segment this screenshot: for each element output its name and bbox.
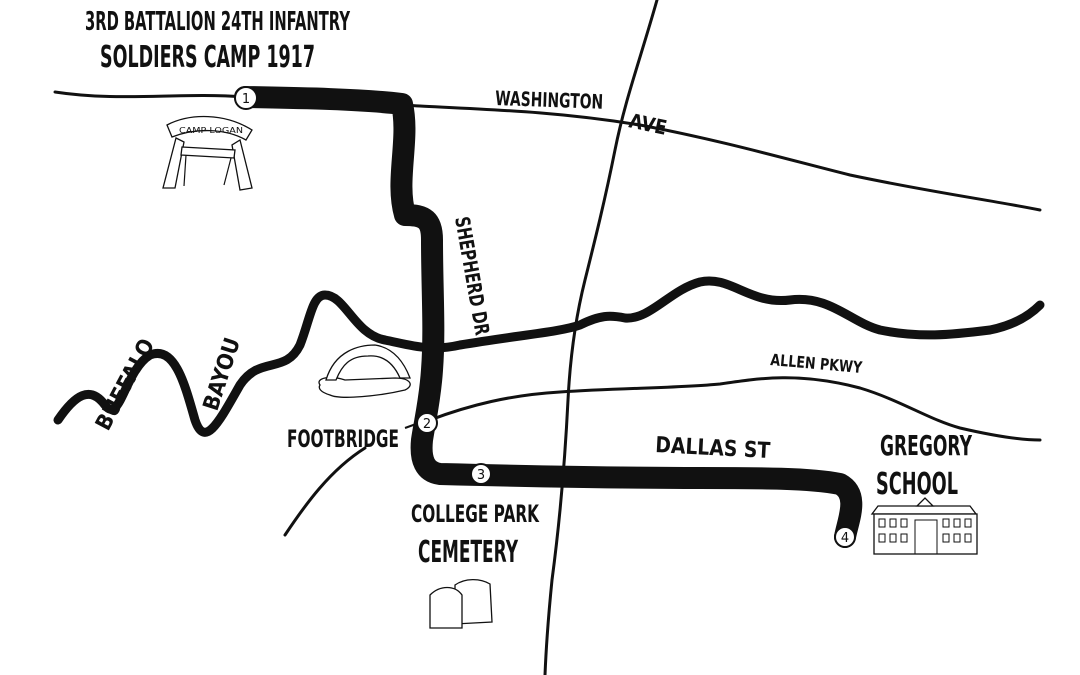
allen-pkwy-road: [428, 376, 1042, 442]
stop-marker-1[interactable]: 1: [234, 86, 258, 110]
southwest-road: [283, 446, 367, 537]
footbridge-sketch: [318, 344, 411, 398]
svg-text:1: 1: [242, 92, 250, 107]
svg-text:2: 2: [423, 417, 431, 432]
footbridge-pointer: [404, 423, 417, 429]
washington-ave-road: [53, 90, 1042, 212]
street-label-shepherd: SHEPHERD DR: [450, 215, 494, 337]
stop-marker-2[interactable]: 2: [416, 412, 438, 434]
landmark-label-school-line2: SCHOOL: [876, 467, 958, 502]
svg-text:3: 3: [477, 468, 485, 483]
headstones-sketch: [429, 578, 493, 629]
camp-logan-gate-sketch: CAMP LOGAN: [162, 115, 253, 191]
map-title-line1: 3RD BATTALION 24TH INFANTRY: [85, 7, 351, 37]
bayou-label-buffalo: BUFFALO: [91, 335, 160, 435]
school-building-sketch: [870, 497, 978, 555]
landmark-label-school-line1: GREGORY: [880, 429, 972, 462]
street-label-washington: WASHINGTON: [495, 86, 604, 114]
street-label-allen: ALLEN PKWY: [770, 350, 864, 377]
street-label-dallas: DALLAS ST: [655, 433, 771, 464]
bayou-label-bayou: BAYOU: [199, 335, 246, 414]
landmark-label-footbridge: FOOTBRIDGE: [287, 425, 399, 453]
landmark-label-cemetery-line2: CEMETERY: [418, 535, 519, 570]
street-label-ave: AVE: [627, 108, 669, 139]
north-south-road: [543, 0, 659, 675]
stop-marker-4[interactable]: 4: [834, 526, 856, 548]
stop-marker-3[interactable]: 3: [470, 463, 492, 485]
landmark-label-cemetery-line1: COLLEGE PARK: [411, 500, 540, 528]
svg-text:4: 4: [841, 531, 849, 546]
svg-text:CAMP LOGAN: CAMP LOGAN: [179, 126, 243, 135]
buffalo-bayou: [53, 276, 1045, 437]
map-title-line2: SOLDIERS CAMP 1917: [100, 40, 315, 75]
